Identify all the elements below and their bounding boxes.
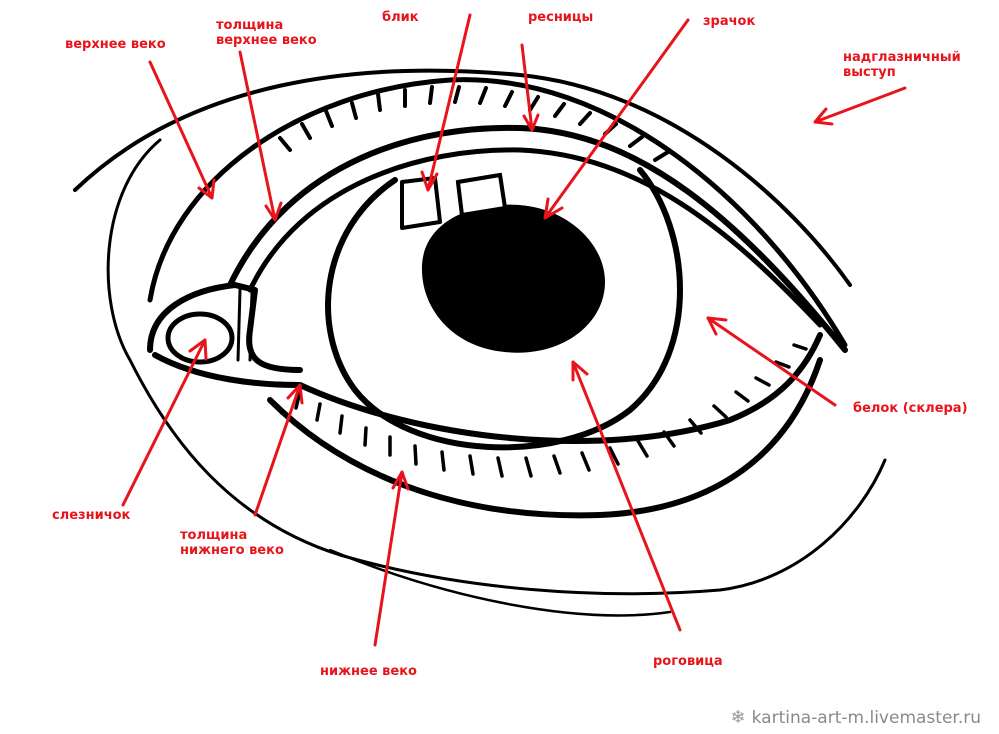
- label-upper-eyelid: верхнее веко: [65, 37, 166, 52]
- label-lower-lid-thickness: толщина нижнего веко: [180, 528, 284, 558]
- arrow-upper-eyelid: [148, 60, 216, 200]
- upper-lid-outer: [227, 124, 848, 353]
- arrow-highlight: [420, 13, 472, 192]
- arrow-eyelashes: [520, 43, 540, 132]
- highlight-left: [400, 176, 442, 230]
- lower-lid-outer: [152, 332, 823, 445]
- arrow-lower-eyelid: [373, 470, 410, 647]
- arrow-pupil: [543, 18, 690, 220]
- arrow-lower-lid-thickness: [253, 383, 304, 517]
- lacrimal-inner: [165, 311, 235, 365]
- pupil: [421, 204, 605, 353]
- upper-lashes: [278, 85, 670, 162]
- upper-lid-inner: [247, 147, 823, 328]
- arrow-brow-ridge: [813, 86, 907, 126]
- lower-fold-line: [328, 548, 672, 617]
- arrow-sclera: [706, 316, 837, 407]
- label-cornea: роговица: [653, 654, 723, 669]
- label-upper-lid-thickness: толщина верхнее веко: [216, 18, 317, 48]
- arrow-lacrimal: [121, 338, 208, 507]
- label-lower-eyelid: нижнее веко: [320, 664, 417, 679]
- snowflake-icon: ❄: [730, 707, 746, 728]
- lower-lid-line: [267, 357, 823, 519]
- watermark: ❄ kartina-art-m.livemaster.ru: [731, 707, 981, 728]
- annotation-arrows: [121, 13, 907, 647]
- brow-ridge-line: [73, 68, 852, 287]
- lacrimal-outer: [147, 282, 303, 373]
- watermark-text: kartina-art-m.livemaster.ru: [751, 707, 981, 728]
- label-brow-ridge: надглазничный выступ: [843, 50, 961, 80]
- label-lacrimal: слезничок: [52, 508, 131, 523]
- label-pupil: зрачок: [703, 14, 756, 29]
- label-highlight: блик: [382, 10, 419, 25]
- label-sclera: белок (склера): [853, 401, 968, 416]
- lacrimal-lines: [236, 288, 254, 362]
- iris-circle: [325, 167, 683, 451]
- arrow-cornea: [571, 360, 682, 632]
- arrow-upper-lid-thickness: [238, 50, 283, 222]
- label-eyelashes: ресницы: [528, 10, 594, 25]
- lower-lashes: [294, 343, 808, 478]
